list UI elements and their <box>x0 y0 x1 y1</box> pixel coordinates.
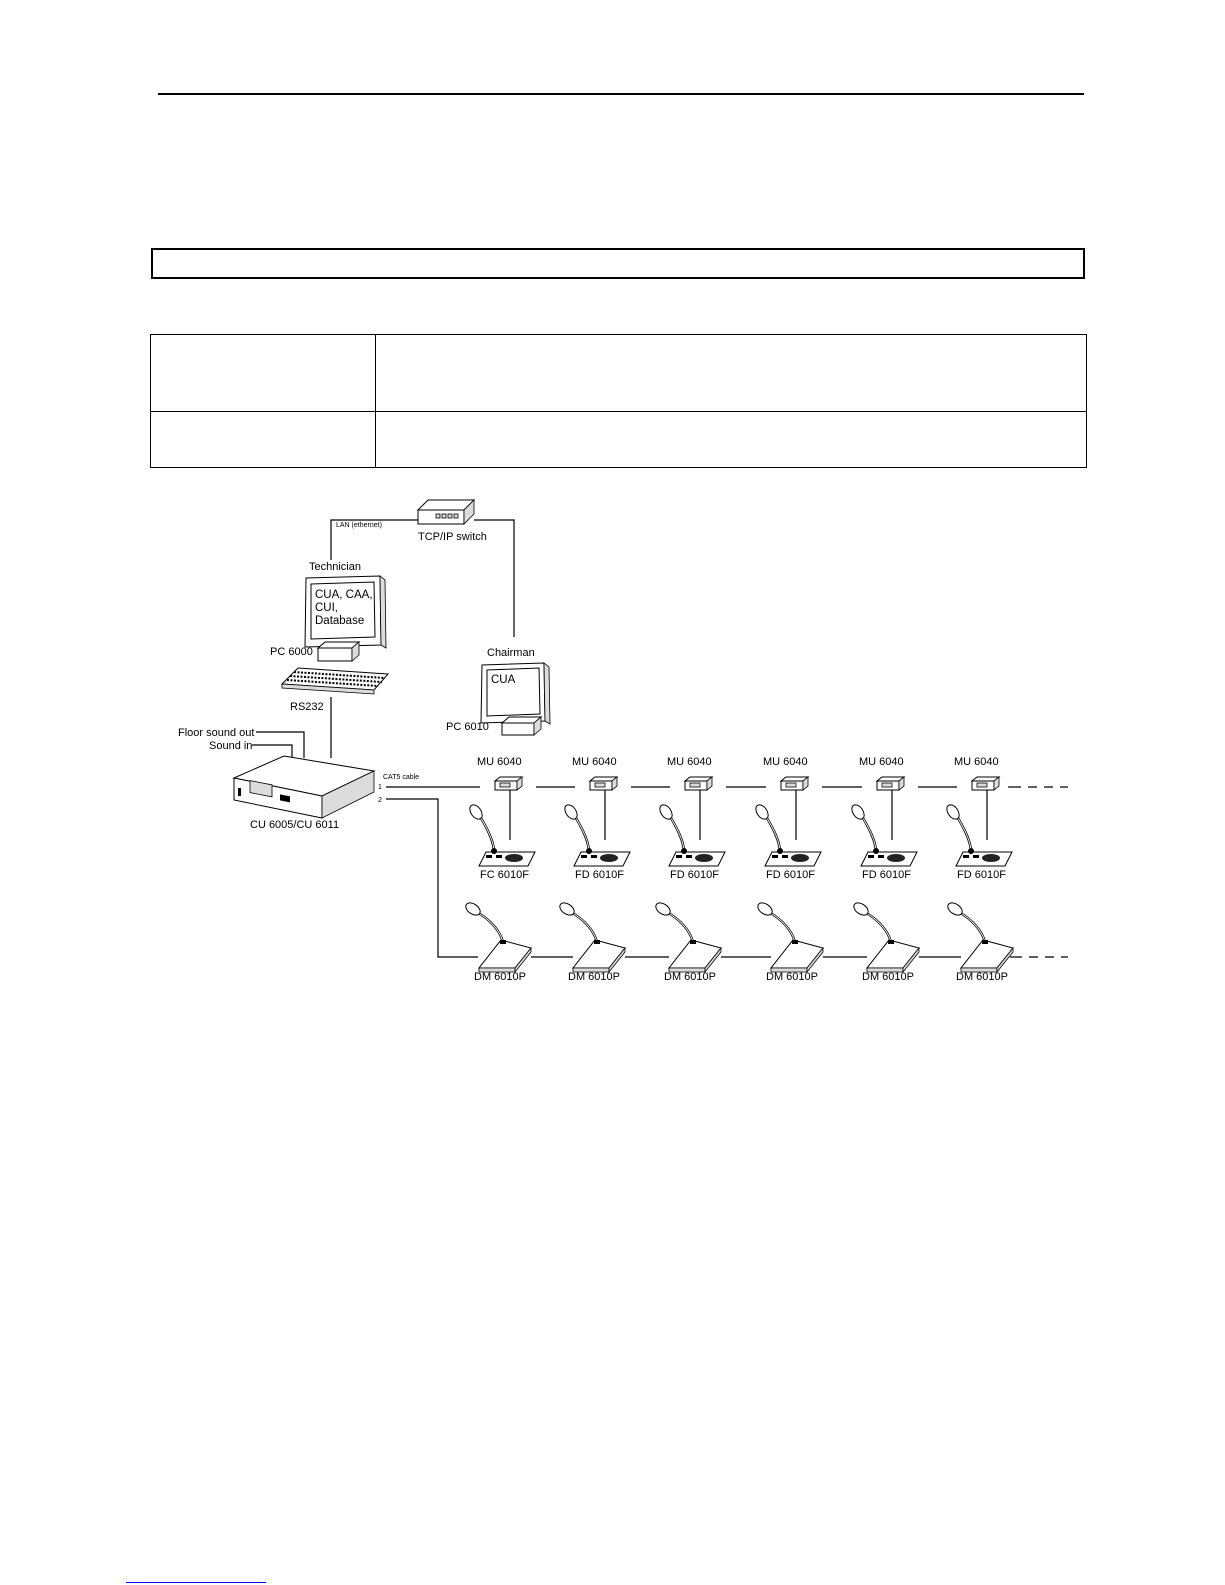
line2-station: DM 6010P <box>757 902 867 983</box>
line1-station: MU 6040 FD 6010F <box>755 756 862 881</box>
portable-microphone-unit <box>757 902 824 974</box>
flush-unit-label: FD 6010F <box>957 869 1006 881</box>
line2-station: DM 6010P <box>559 902 669 983</box>
central-unit <box>232 755 376 819</box>
floor-sound-out-cable <box>256 731 305 758</box>
pc-6000-unit <box>316 641 361 662</box>
pc-6010-label: PC 6010 <box>446 721 489 733</box>
mu-6040-unit <box>970 776 1001 791</box>
flush-microphone-unit <box>755 804 822 867</box>
keyboard <box>280 667 390 695</box>
portable-microphone-unit <box>655 902 722 974</box>
section-title-box <box>151 248 1085 279</box>
line2-group: DM 6010P DM 6010P DM 6010P DM 6010P DM 6010P… <box>465 902 1014 983</box>
footer-link-underline <box>126 1582 266 1583</box>
flush-microphone-unit <box>946 804 1013 867</box>
chairman-label: Chairman <box>487 647 535 659</box>
port-2-label: 2 <box>378 797 382 804</box>
floor-sound-out-label: Floor sound out <box>178 727 254 739</box>
mu-6040-label: MU 6040 <box>763 756 808 768</box>
mu-6040-unit <box>588 776 619 791</box>
info-table <box>150 334 1087 468</box>
header-rule <box>158 93 1084 95</box>
line1-station: MU 6040 FC 6010F <box>469 756 575 881</box>
mu-6040-unit <box>493 776 524 791</box>
portable-microphone-unit <box>853 902 920 974</box>
table-cell <box>375 334 1087 412</box>
line2-station: DM 6010P <box>853 902 961 983</box>
portable-unit-label: DM 6010P <box>766 971 818 983</box>
pc-6000-label: PC 6000 <box>270 646 313 658</box>
table-cell <box>150 334 376 412</box>
flush-unit-label: FC 6010F <box>480 869 529 881</box>
mu-6040-label: MU 6040 <box>667 756 712 768</box>
chairman-screen-text: CUA <box>491 674 516 686</box>
switch-label: TCP/IP switch <box>418 531 487 543</box>
mu-6040-unit <box>779 776 810 791</box>
lan-label: LAN (ethernet) <box>336 522 382 529</box>
portable-microphone-unit <box>947 902 1014 974</box>
table-row <box>150 334 1087 412</box>
mu-6040-label: MU 6040 <box>954 756 999 768</box>
lan-cable-technician <box>330 519 418 560</box>
technician-screen-line-2: CUI, <box>315 602 338 614</box>
line1-station: MU 6040 FD 6010F <box>659 756 766 881</box>
technician-label: Technician <box>309 561 361 573</box>
line1-station: MU 6040 FD 6010F <box>851 756 957 881</box>
flush-microphone-unit <box>564 804 631 867</box>
port-1-label: 1 <box>378 784 382 791</box>
chairman-monitor <box>480 662 551 725</box>
line1-station: MU 6040 FD 6010F <box>564 756 670 881</box>
table-row <box>150 411 1087 468</box>
portable-unit-label: DM 6010P <box>862 971 914 983</box>
flush-microphone-unit <box>469 804 536 867</box>
mu-6040-label: MU 6040 <box>859 756 904 768</box>
flush-unit-label: FD 6010F <box>862 869 911 881</box>
cat5-cable-label: CAT5 cable <box>383 774 419 781</box>
tcp-ip-switch <box>416 499 476 525</box>
flush-microphone-unit <box>659 804 726 867</box>
mu-6040-unit <box>875 776 906 791</box>
table-cell <box>150 411 376 468</box>
line1-station: MU 6040 FD 6010F <box>946 756 1013 881</box>
line2-station: DM 6010P <box>465 902 573 983</box>
line1-group: MU 6040 FC 6010F MU 6040 FD 6010F MU 6040 FD … <box>469 756 1013 881</box>
flush-microphone-unit <box>851 804 918 867</box>
mu-6040-label: MU 6040 <box>477 756 522 768</box>
portable-microphone-unit <box>465 902 532 974</box>
portable-unit-label: DM 6010P <box>474 971 526 983</box>
line2-station: DM 6010P <box>947 902 1014 983</box>
line2-cable-start <box>386 798 478 958</box>
technician-monitor <box>304 575 387 649</box>
pc-6010-unit <box>500 716 543 736</box>
sound-in-label: Sound in <box>209 740 252 752</box>
flush-unit-label: FD 6010F <box>575 869 624 881</box>
mu-6040-unit <box>683 776 714 791</box>
lan-cable-chairman <box>474 519 515 637</box>
rs232-label: RS232 <box>290 701 324 713</box>
portable-unit-label: DM 6010P <box>568 971 620 983</box>
portable-unit-label: DM 6010P <box>956 971 1008 983</box>
technician-screen-line-1: CUA, CAA, <box>315 589 373 601</box>
flush-unit-label: FD 6010F <box>766 869 815 881</box>
portable-unit-label: DM 6010P <box>664 971 716 983</box>
table-cell <box>375 411 1087 468</box>
mu-6040-label: MU 6040 <box>572 756 617 768</box>
sound-in-cable <box>252 744 293 758</box>
line2-station: DM 6010P <box>655 902 771 983</box>
central-unit-label: CU 6005/CU 6011 <box>250 819 339 831</box>
portable-microphone-unit <box>559 902 626 974</box>
technician-screen-line-3: Database <box>315 615 364 627</box>
flush-unit-label: FD 6010F <box>670 869 719 881</box>
